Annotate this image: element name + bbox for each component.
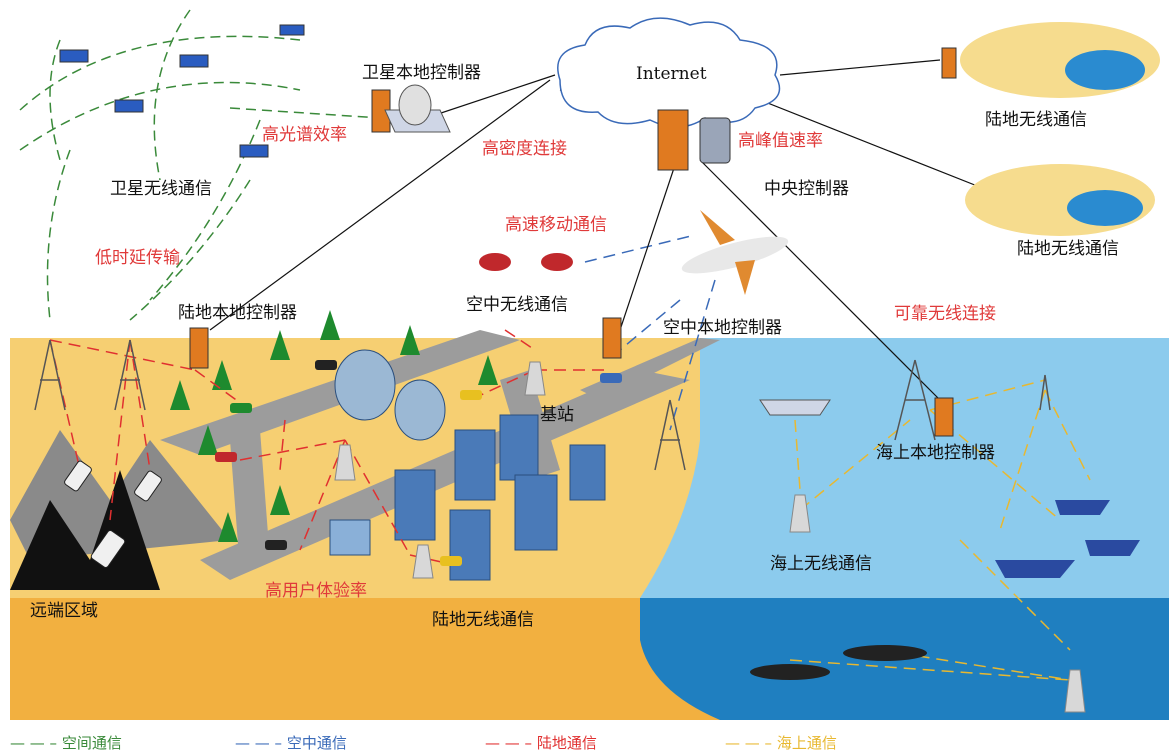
internet-cloud: [557, 17, 781, 128]
sea-local-controller-label: 海上本地控制器: [876, 443, 995, 463]
legend: — — – 空间通信 — — – 空中通信 — — – 陆地通信 — — – 海…: [0, 732, 1169, 754]
land-wireless-top2-label: 陆地无线通信: [1017, 239, 1119, 259]
ships: [759, 399, 1140, 578]
remote-area-label: 远端区域: [30, 601, 98, 621]
phones: [64, 460, 162, 568]
sea-links: [789, 379, 1091, 681]
cars: [215, 360, 622, 566]
sea-area: [640, 338, 1169, 598]
legend-sea-label: 海上通信: [776, 734, 837, 752]
buildings: [329, 349, 606, 581]
satellite-dish: [384, 84, 451, 133]
land-wireless-top1-label: 陆地无线通信: [985, 110, 1087, 130]
sea-wireless-label: 海上无线通信: [770, 554, 872, 574]
air-local-controller-label: 空中本地控制器: [663, 318, 782, 338]
satellite-wireless-label: 卫星无线通信: [110, 179, 212, 199]
legend-space-swatch: — — –: [10, 734, 58, 752]
backhaul-links: [209, 59, 1001, 401]
legend-sea-swatch: — — –: [725, 734, 773, 752]
low-latency-label: 低时延传输: [95, 248, 180, 268]
controllers: [189, 47, 1015, 437]
internet-label: Internet: [636, 64, 707, 84]
legend-land-swatch: — — –: [485, 734, 533, 752]
reliable-wireless-label: 可靠无线连接: [894, 304, 996, 324]
legend-space: — — – 空间通信: [10, 732, 122, 753]
high-spectral-efficiency-label: 高光谱效率: [262, 125, 347, 145]
legend-air-swatch: — — –: [235, 734, 283, 752]
airplane: [681, 210, 789, 295]
land-local-controller-label: 陆地本地控制器: [178, 303, 297, 323]
base-station-cones: [334, 361, 1086, 713]
satellite-local-controller-label: 卫星本地控制器: [362, 63, 481, 83]
air-links: [584, 234, 716, 431]
base-station-label: 基站: [540, 405, 574, 425]
space-links: [19, 9, 381, 321]
legend-land-label: 陆地通信: [536, 734, 597, 752]
high-density-connection-label: 高密度连接: [482, 139, 567, 159]
submarines: [750, 645, 927, 680]
high-speed-mobile-label: 高速移动通信: [505, 215, 607, 235]
high-user-experience-label: 高用户体验率: [265, 581, 367, 601]
high-peak-rate-label: 高峰值速率: [738, 131, 823, 151]
land-wireless-bottom-label: 陆地无线通信: [432, 610, 534, 630]
legend-air: — — – 空中通信: [235, 732, 347, 753]
drones: [479, 253, 573, 271]
legend-space-label: 空间通信: [61, 734, 122, 752]
air-wireless-label: 空中无线通信: [466, 295, 568, 315]
mountain-black: [10, 470, 160, 590]
trees: [170, 310, 498, 542]
legend-air-label: 空中通信: [286, 734, 347, 752]
central-controller-label: 中央控制器: [764, 179, 849, 199]
legend-sea: — — – 海上通信: [725, 732, 837, 753]
islands: [960, 22, 1160, 236]
towers: [34, 339, 1051, 471]
satellites: [59, 24, 305, 158]
legend-land: — — – 陆地通信: [485, 732, 597, 753]
